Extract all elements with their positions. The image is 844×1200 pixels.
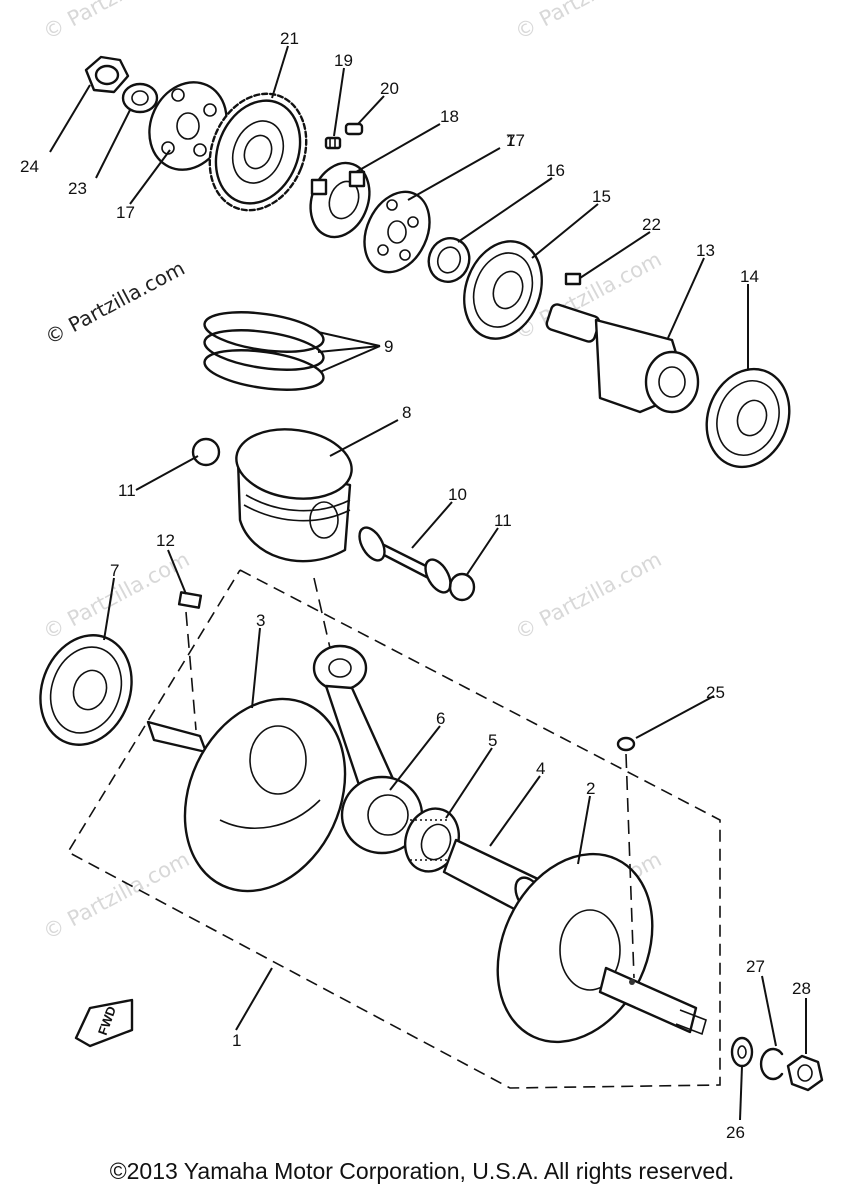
nut-part-28 <box>786 1054 824 1092</box>
copyright-footer: ©2013 Yamaha Motor Corporation, U.S.A. A… <box>109 1158 735 1184</box>
watermark-text: © Partzilla.com <box>511 0 665 44</box>
right-crank-part-2 <box>496 852 707 1044</box>
piston-pin-part-10 <box>358 526 452 594</box>
watermark-text: © Partzilla.com <box>511 547 665 644</box>
piston-pin-clip-part-11-right <box>448 572 476 602</box>
callout-labels: 1 2 3 4 5 6 7 7 8 9 10 11 11 12 13 14 15… <box>20 29 811 1142</box>
connecting-rod-part-6 <box>312 644 424 855</box>
watermark-text: © Partzilla.com <box>39 847 193 944</box>
plate-part-17-middle <box>363 190 431 274</box>
callout-11-left: 11 <box>118 481 136 500</box>
callout-25: 25 <box>706 683 725 702</box>
spring-part-19 <box>324 136 342 150</box>
callout-2: 2 <box>586 779 595 798</box>
callout-10: 10 <box>448 485 467 504</box>
callout-6: 6 <box>436 709 445 728</box>
watermark-text: © Partzilla.com <box>41 256 189 350</box>
callout-4: 4 <box>536 759 545 778</box>
washer-part-16 <box>427 237 471 283</box>
piston-part-8 <box>235 428 353 563</box>
lock-washer-part-23 <box>121 82 159 114</box>
right-crank-part-13 <box>545 303 700 414</box>
lock-washer-part-27 <box>759 1047 784 1081</box>
callout-22: 22 <box>642 215 661 234</box>
callout-23: 23 <box>68 179 87 198</box>
callout-11-right: 11 <box>494 511 512 530</box>
bearing-part-15 <box>463 240 543 340</box>
callout-5: 5 <box>488 731 497 750</box>
callout-27: 27 <box>746 957 765 976</box>
callout-26: 26 <box>726 1123 745 1142</box>
piston-rings-part-9 <box>203 311 325 391</box>
key-part-25 <box>616 736 636 752</box>
left-crank-part-3 <box>146 697 347 893</box>
callout-14: 14 <box>740 267 759 286</box>
callout-18: 18 <box>440 107 459 126</box>
forward-direction-icon: FWD <box>74 998 134 1048</box>
washer-part-26 <box>730 1036 754 1068</box>
needle-bearing-part-5 <box>404 807 460 873</box>
leader-lines <box>49 45 807 1121</box>
callout-24: 24 <box>20 157 39 176</box>
key-part-22 <box>564 272 582 286</box>
callout-21: 21 <box>280 29 299 48</box>
watermark-text: © Partzilla.com <box>39 0 193 44</box>
key-part-12 <box>177 591 203 609</box>
callout-7-top: 7 <box>506 131 515 150</box>
exploded-parts-diagram: © Partzilla.com © Partzilla.com © Partzi… <box>20 0 824 1142</box>
callout-19: 19 <box>334 51 353 70</box>
callout-17-top: 17 <box>506 131 525 150</box>
callout-9: 9 <box>384 337 393 356</box>
callout-16: 16 <box>546 161 565 180</box>
nut-part-24 <box>84 55 130 94</box>
callout-28: 28 <box>792 979 811 998</box>
piston-pin-clip-part-11-left <box>191 437 221 467</box>
callout-12: 12 <box>156 531 175 550</box>
callout-8: 8 <box>402 403 411 422</box>
callout-13: 13 <box>696 241 715 260</box>
bearing-part-14 <box>705 367 791 469</box>
callout-3: 3 <box>256 611 265 630</box>
callout-15: 15 <box>592 187 611 206</box>
callout-17-left: 17 <box>116 203 135 222</box>
primary-gear-part-21 <box>208 92 308 212</box>
callout-1: 1 <box>232 1031 241 1050</box>
callout-7-left: 7 <box>110 561 119 580</box>
callout-20: 20 <box>380 79 399 98</box>
bearing-part-7 <box>39 634 133 746</box>
plunger-part-20 <box>344 122 364 136</box>
